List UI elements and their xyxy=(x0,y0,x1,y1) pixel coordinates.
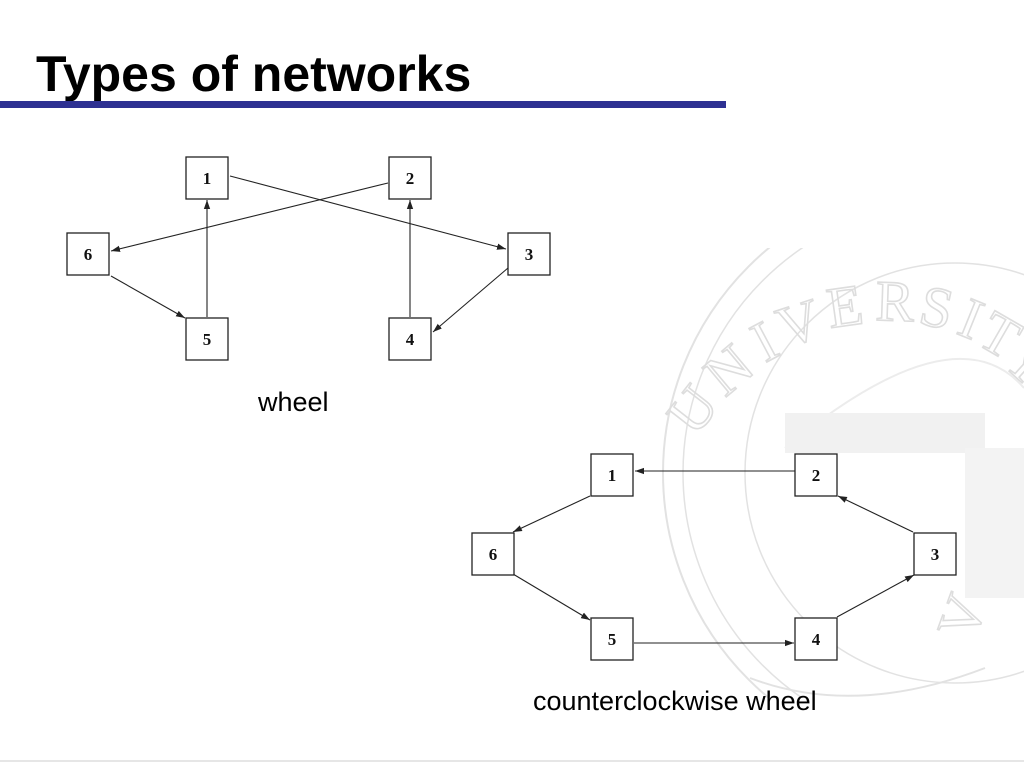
ccw-node-3: 3 xyxy=(913,532,957,576)
ccw-node-2: 2 xyxy=(794,453,838,497)
svg-text:5: 5 xyxy=(203,330,212,349)
svg-text:1: 1 xyxy=(203,169,212,188)
svg-text:4: 4 xyxy=(812,630,821,649)
wheel-node-6: 6 xyxy=(66,232,110,276)
university-seal-watermark: U N I V E R S I T Y V xyxy=(655,248,1024,698)
svg-text:3: 3 xyxy=(525,245,534,264)
wheel-node-1: 1 xyxy=(185,156,229,200)
edge-4-to-3 xyxy=(836,574,915,618)
ccw-node-5: 5 xyxy=(590,617,634,661)
svg-text:2: 2 xyxy=(406,169,415,188)
svg-text:3: 3 xyxy=(931,545,940,564)
svg-text:6: 6 xyxy=(489,545,498,564)
slide-bottom-divider xyxy=(0,760,1024,762)
svg-text:2: 2 xyxy=(812,466,821,485)
wheel-node-3: 3 xyxy=(507,232,551,276)
svg-text:R: R xyxy=(875,268,916,334)
edge-3-to-2 xyxy=(837,495,914,533)
counterclockwise-wheel-caption: counterclockwise wheel xyxy=(533,686,817,716)
edge-6-to-5 xyxy=(512,573,591,621)
wheel-node-2: 2 xyxy=(388,156,432,200)
wheel-caption: wheel xyxy=(258,387,329,417)
wheel-network: 1 2 3 4 5 6 xyxy=(66,156,551,361)
title-underline xyxy=(0,101,726,108)
svg-text:5: 5 xyxy=(608,630,617,649)
svg-text:4: 4 xyxy=(406,330,415,349)
ccw-node-4: 4 xyxy=(794,617,838,661)
wheel-node-5: 5 xyxy=(185,317,229,361)
edge-1-to-3 xyxy=(229,175,507,250)
edge-6-to-5 xyxy=(110,275,186,319)
slide-title: Types of networks xyxy=(36,46,472,102)
edge-3-to-4 xyxy=(432,267,509,333)
ccw-node-1: 1 xyxy=(590,453,634,497)
edge-1-to-6 xyxy=(512,495,591,533)
ccw-node-6: 6 xyxy=(471,532,515,576)
edge-2-to-6 xyxy=(110,182,389,252)
svg-text:6: 6 xyxy=(84,245,93,264)
counterclockwise-wheel-network: 1 2 3 4 5 6 xyxy=(471,453,957,661)
svg-text:1: 1 xyxy=(608,466,617,485)
wheel-node-4: 4 xyxy=(388,317,432,361)
